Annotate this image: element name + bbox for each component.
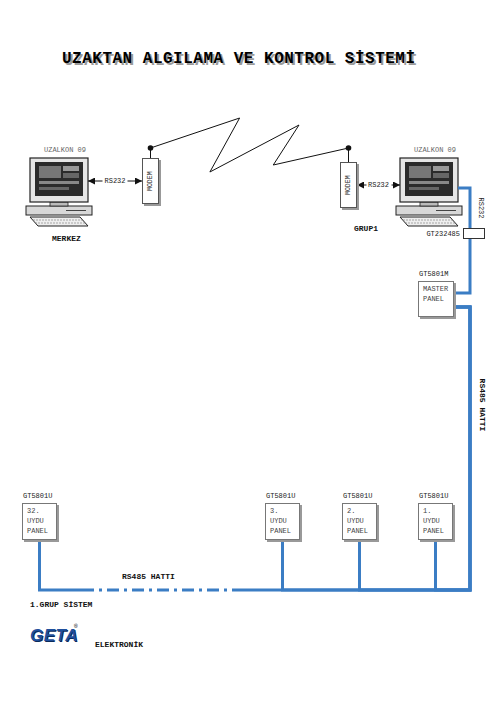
satellite-panel: GT5801U32. UYDU PANEL xyxy=(22,503,57,540)
computer-illustration xyxy=(396,158,462,226)
bus-name: RS485 HATTI xyxy=(478,378,487,433)
node-heading: GT5801U xyxy=(266,492,295,501)
group-name: 1.GRUP SİSTEM xyxy=(30,600,92,609)
node-heading: GT5801U xyxy=(343,492,372,501)
device-label: MODEM xyxy=(146,171,154,191)
diagram-title: UZAKTAN ALGILAMA VE KONTROL SİSTEMİ xyxy=(62,50,416,68)
station-name: MERKEZ xyxy=(52,234,81,243)
node-heading: GT5801U xyxy=(23,492,52,501)
signal-label: RS232 xyxy=(102,177,127,185)
node-heading: UZALKON 09 xyxy=(414,146,456,155)
node-heading: GT5801U xyxy=(419,492,448,501)
satellite-panel: GT5801U2. UYDU PANEL xyxy=(342,503,377,540)
registered-mark: ® xyxy=(74,623,78,630)
node-heading: GT232485 xyxy=(426,230,460,239)
signal-label: RS232 xyxy=(477,195,485,220)
node-heading: GT5801M xyxy=(419,270,448,279)
modem-box: MODEM xyxy=(340,162,357,208)
bus-name: RS485 HATTI xyxy=(122,572,175,581)
bus-line xyxy=(360,307,471,590)
satellite-panel: GT5801U1. UYDU PANEL xyxy=(418,503,453,540)
computer-illustration xyxy=(26,158,92,226)
antenna-dot xyxy=(346,145,352,151)
bus-line xyxy=(283,307,471,590)
panel-label: 3. UYDU PANEL xyxy=(270,507,291,536)
bus-line xyxy=(40,307,471,590)
computer-station: UZALKON 09 xyxy=(30,158,88,202)
modem-box: MODEM xyxy=(142,158,159,204)
bus-line xyxy=(454,239,470,293)
master-panel: GT5801MMASTER PANEL xyxy=(418,281,454,317)
panel-label: 32. UYDU PANEL xyxy=(27,507,48,536)
link-line xyxy=(151,118,349,172)
satellite-panel: GT5801U3. UYDU PANEL xyxy=(265,503,300,540)
station-name: GRUP1 xyxy=(354,224,378,233)
bus-line xyxy=(458,188,470,228)
company-name: ELEKTRONİK xyxy=(95,640,143,649)
signal-label: RS232 xyxy=(366,181,391,189)
converter-box: GT232485 xyxy=(463,228,485,239)
company-logo: GETA xyxy=(30,626,78,646)
bus-break xyxy=(82,588,232,593)
computer-station: UZALKON 09 xyxy=(400,158,458,202)
antenna-dot xyxy=(148,145,154,151)
panel-label: MASTER PANEL xyxy=(423,285,448,305)
bus-line xyxy=(436,307,471,590)
panel-label: 1. UYDU PANEL xyxy=(423,507,444,536)
device-label: MODEM xyxy=(344,175,352,195)
node-heading: UZALKON 09 xyxy=(44,146,86,155)
panel-label: 2. UYDU PANEL xyxy=(347,507,368,536)
